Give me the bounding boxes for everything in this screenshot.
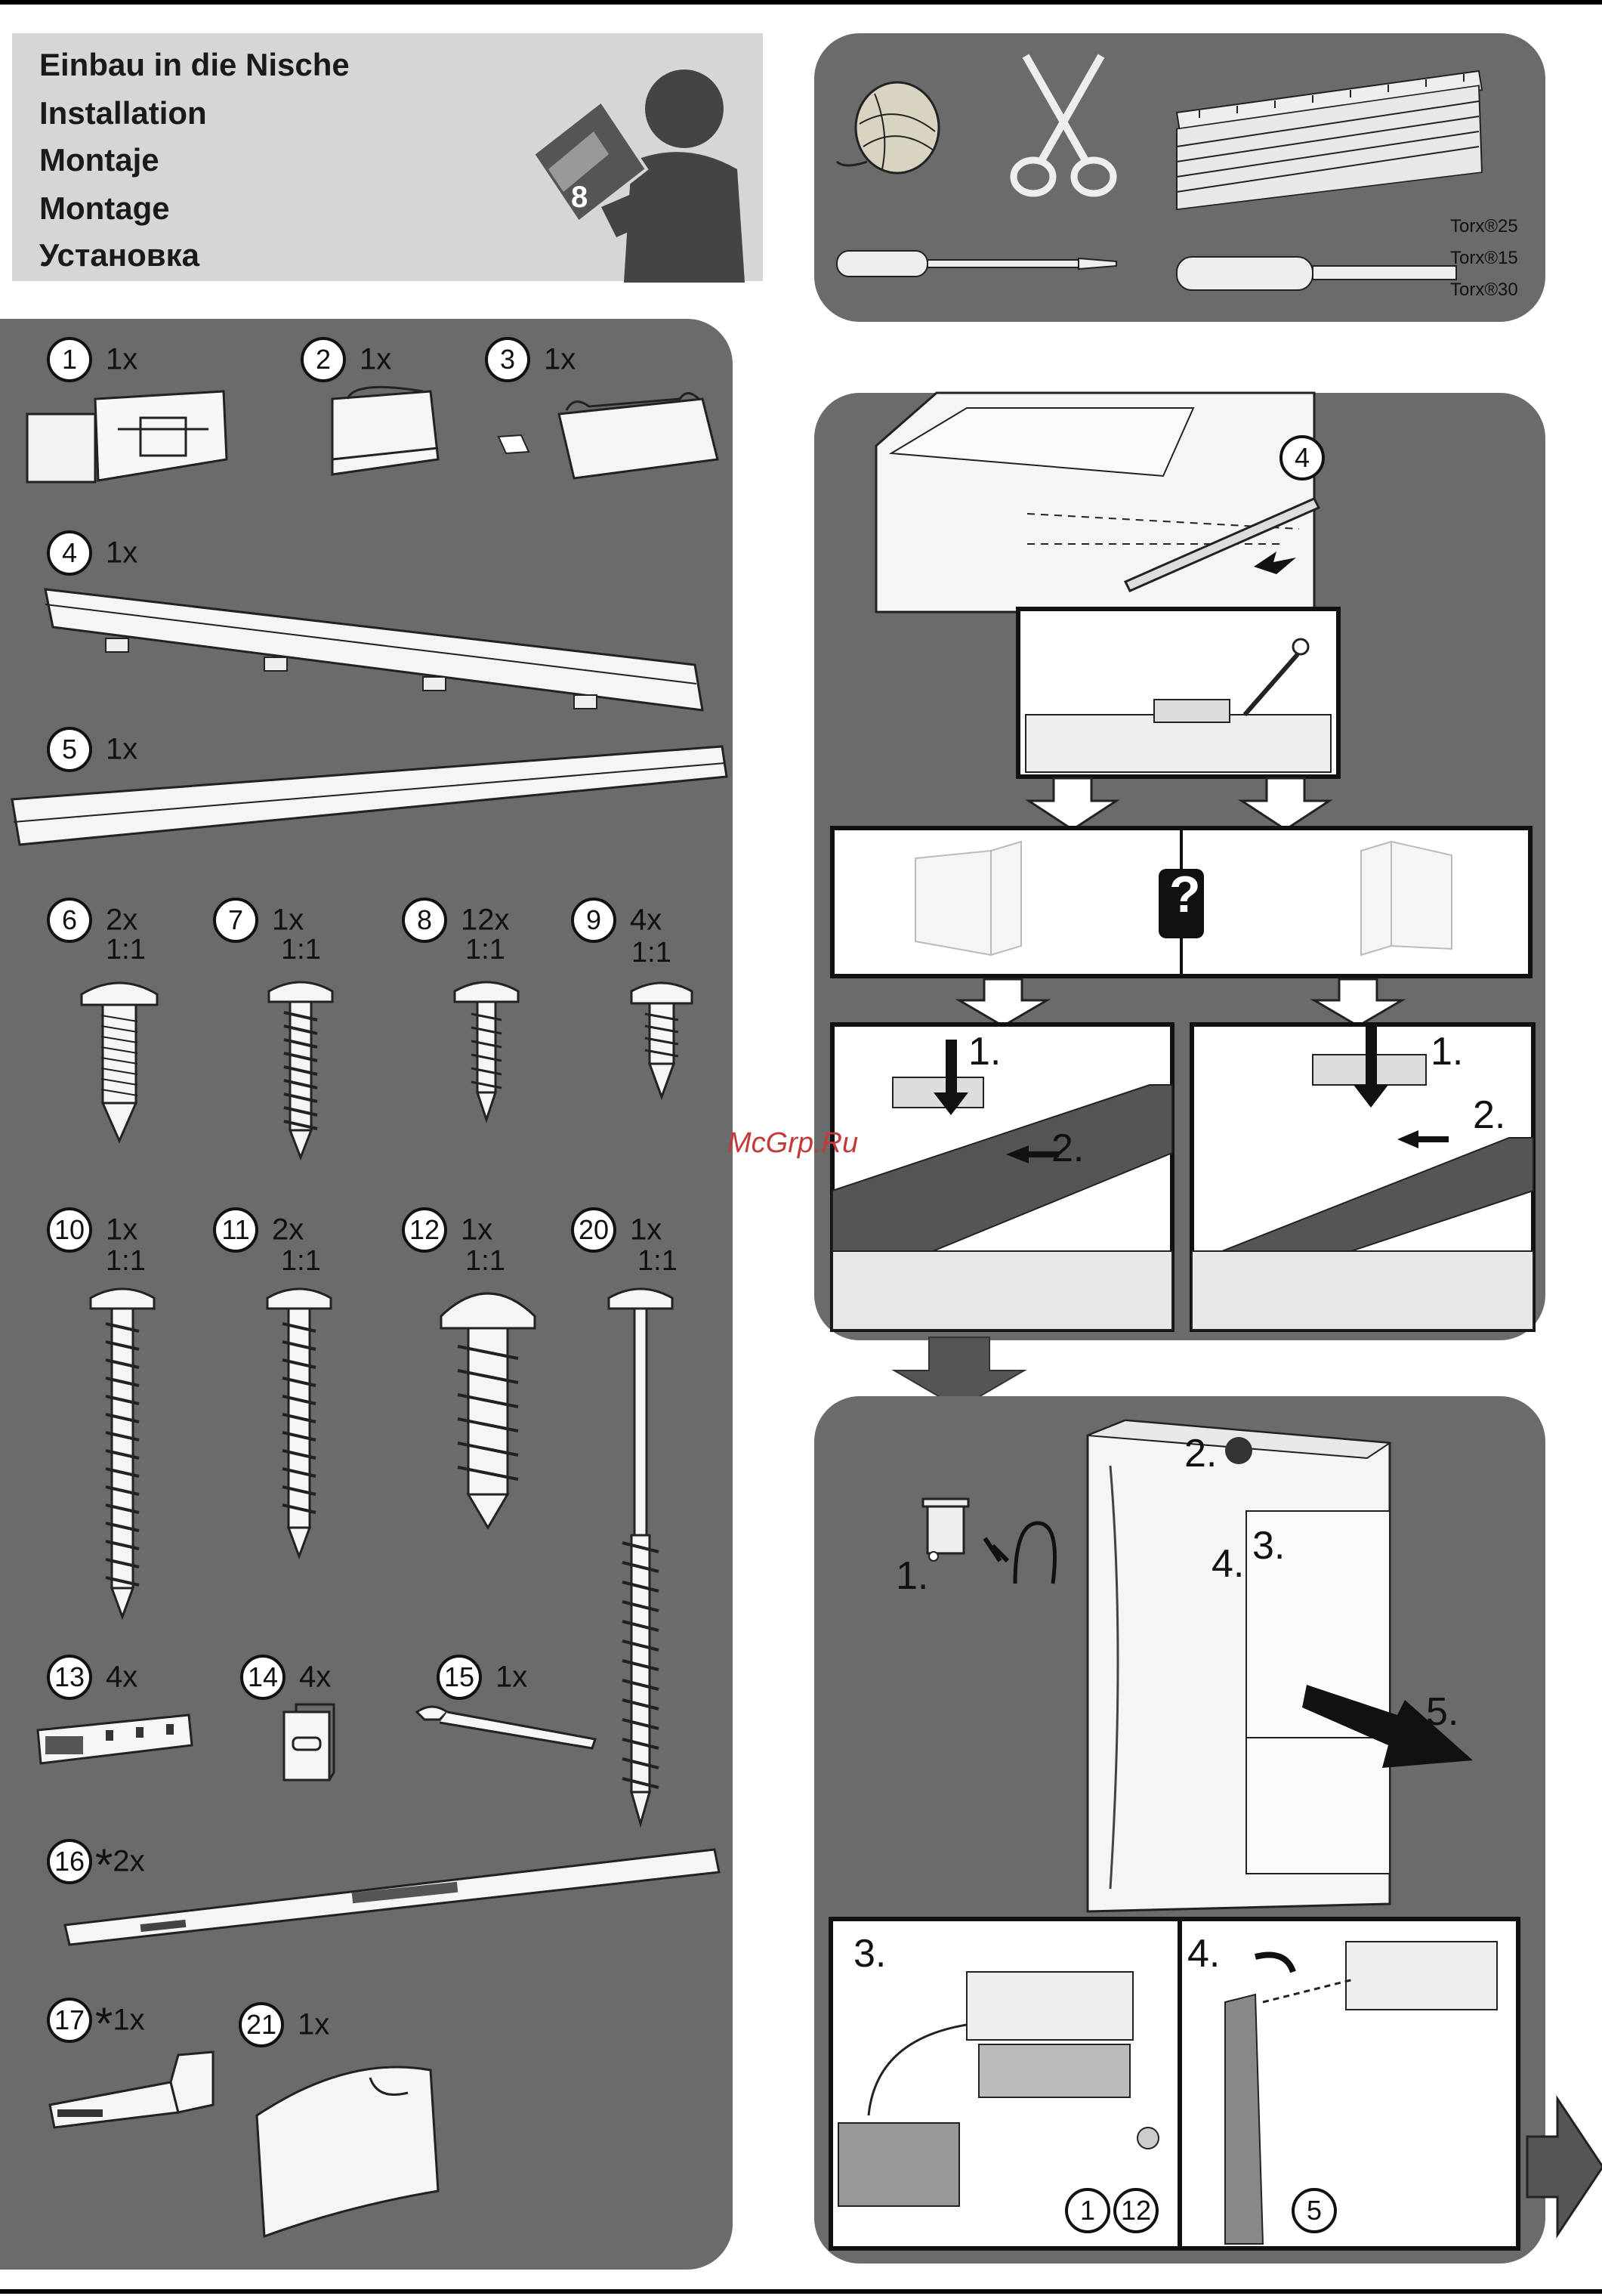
string-ball-icon: [837, 79, 950, 192]
screw-9-image: [624, 979, 699, 1100]
arrow-down-right: [1240, 778, 1331, 831]
step2-label-1: 1.: [896, 1553, 928, 1599]
title-fr: Montage: [39, 190, 170, 227]
detail-left-label: 3.: [853, 1931, 886, 1976]
screw-7-image: [263, 979, 338, 1160]
part-12-scale: 1:1: [465, 1245, 505, 1278]
fridge-install-image: [1088, 1420, 1390, 1911]
part-9-scale: 1:1: [631, 937, 671, 969]
title-es: Montaje: [39, 142, 159, 178]
bottom-rule: [0, 2289, 1602, 2294]
part-3-cover-image: [499, 384, 725, 482]
step2-label-3: 3.: [1252, 1523, 1285, 1568]
part-8-scale: 1:1: [465, 934, 505, 966]
reading-manual-icon: 8: [518, 56, 760, 283]
top-rule: [0, 0, 1602, 5]
part-5-strip-image: [12, 746, 730, 852]
part-7-scale: 1:1: [281, 934, 321, 966]
part-1-clip-image: [27, 384, 231, 490]
step1-left-detail: [832, 1024, 1172, 1330]
flat-screwdriver-icon: [837, 245, 1116, 283]
step1-part4-rail: [1125, 484, 1322, 597]
title-en: Installation: [39, 95, 207, 131]
part-16-rail-image: [65, 1849, 722, 1948]
part-21-cap-image: [257, 2055, 446, 2236]
step1-detail-image: [1018, 609, 1338, 777]
scissors-icon: [1003, 56, 1124, 199]
part-13-strip-image: [38, 1715, 196, 1768]
step1-right-2: 2.: [1473, 1092, 1505, 1138]
arrow-down-left: [1027, 778, 1118, 831]
step1-part4-ref: 4: [1279, 435, 1338, 481]
screw-12-image: [435, 1286, 541, 1535]
part-15-wrench-image: [417, 1704, 598, 1757]
arrow-down-right-2: [1313, 979, 1403, 1027]
title-ru: Установка: [39, 237, 199, 273]
trash-bin-icon: [923, 1493, 968, 1561]
arrow-down-left-2: [958, 979, 1048, 1027]
part-17-tool-image: [50, 2052, 224, 2128]
step1-right-detail: [1192, 1024, 1533, 1330]
cable-icon: [985, 1516, 1068, 1591]
folding-ruler-icon: [1177, 48, 1494, 215]
next-page-arrow[interactable]: [1527, 2099, 1602, 2235]
step2-label-2: 2.: [1184, 1431, 1217, 1476]
torx-screwdriver-icon: [1177, 252, 1456, 298]
screw-20-image: [603, 1286, 678, 1830]
tools-panel: Torx®25 Torx®15 Torx®30: [814, 33, 1545, 322]
part-17-label: 17*1x: [47, 1998, 145, 2050]
torx-15: Torx®15: [1450, 248, 1518, 269]
watermark: McGrp.Ru: [727, 1127, 858, 1160]
push-arrow-icon: [1307, 1670, 1473, 1775]
screw-11-image: [261, 1286, 337, 1558]
step1-left-2: 2.: [1051, 1126, 1084, 1171]
screw-6-image: [74, 979, 165, 1145]
title-de: Einbau in die Nische: [39, 47, 350, 83]
screw-10-image: [85, 1286, 160, 1618]
part-6-scale: 1:1: [106, 934, 146, 966]
torx-25: Torx®25: [1450, 216, 1518, 237]
screw-8-image: [449, 979, 524, 1123]
step2-label-4: 4.: [1212, 1541, 1244, 1587]
part-14-clip-image: [281, 1704, 341, 1788]
torx-30: Torx®30: [1450, 280, 1518, 301]
part-4-rail-image: [45, 582, 710, 718]
part-20-scale: 1:1: [637, 1245, 678, 1278]
svg-text:8: 8: [571, 181, 588, 214]
part-10-scale: 1:1: [106, 1245, 146, 1278]
step1-left-1: 1.: [968, 1029, 1001, 1074]
part-11-scale: 1:1: [281, 1245, 321, 1278]
detail-right-refs: 5: [1292, 2188, 1350, 2233]
title-box: Einbau in die Nische Installation Montaj…: [12, 33, 763, 281]
question-mark: ?: [1169, 869, 1201, 920]
step1-right-1: 1.: [1431, 1029, 1463, 1074]
detail-right-label: 4.: [1187, 1931, 1220, 1976]
part-2-block-image: [325, 384, 446, 482]
